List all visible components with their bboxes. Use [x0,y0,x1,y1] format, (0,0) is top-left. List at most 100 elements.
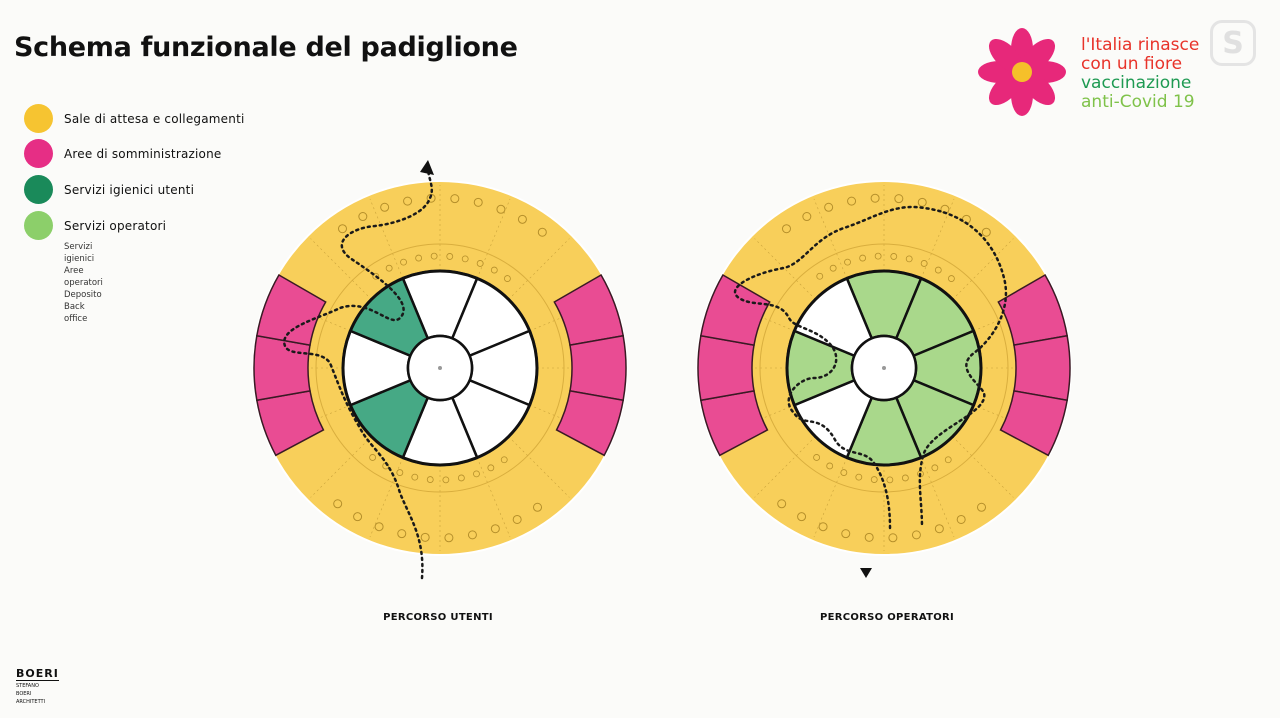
seat [517,214,527,224]
flower-logo-icon [978,28,1066,116]
seat [537,227,547,237]
studio-logo-sub: STEFANO [16,683,39,689]
grid-line [952,238,1014,300]
seat [917,197,927,207]
seat [380,202,390,212]
seat [461,255,469,263]
grid-line [952,436,1014,498]
seat [855,473,863,481]
seat [948,275,955,282]
seat [829,264,837,272]
flower-petal [988,38,1023,73]
flower-petal [1021,38,1056,73]
seat [818,522,828,532]
seat [905,255,913,263]
legend-swatch-dark-green [24,175,53,204]
channel-logo-glyph: S [1222,25,1244,61]
seat [911,530,921,540]
seat [864,532,874,542]
page-title: Schema funzionale del padiglione [14,32,518,63]
seat [420,532,430,542]
seat [411,473,419,481]
legend-item-operator-services: Servizi operatori [24,211,166,240]
seat [888,533,898,543]
grid-line [920,198,955,279]
seat [358,212,368,222]
seat [844,258,851,266]
administration-room [253,334,311,402]
seat [487,464,495,472]
logo-line: vaccinazione [1081,73,1192,93]
flower-petal [1021,71,1056,106]
channel-logo-icon: S [1210,20,1256,66]
seat [467,530,477,540]
seat [802,212,812,222]
seat [847,196,857,206]
legend-label: Aree di somministrazione [64,146,222,161]
seat [473,470,480,478]
seat [813,454,820,461]
seat [886,476,894,484]
seat [944,456,952,464]
studio-logo-mark: BOERI [16,667,59,681]
hub-center-mark [882,366,886,370]
grid-line [476,198,511,279]
legend-label: Sale di attesa e collegamenti [64,111,245,126]
administration-room [569,334,627,402]
campaign-logo-text: l'Italia rinasce con un fiore vaccinazio… [1081,36,1199,112]
legend-item-user-toilets: Servizi igienici utenti [24,175,194,204]
seat [476,260,484,267]
grid-line [476,457,511,538]
seat [870,193,880,203]
logo-line: con un fiore [1081,54,1183,74]
seat [397,529,407,539]
caption-users-path: PERCORSO UTENTI [383,612,493,623]
seat [816,272,824,280]
grid-line [920,457,955,538]
grid-line [369,457,404,538]
seat [920,260,928,267]
seat [781,224,791,234]
seat [890,253,898,260]
seat [874,252,882,260]
grid-line [310,238,372,300]
floor-plan-operators [696,180,1072,578]
seat [333,499,343,509]
seat [403,196,413,206]
path-arrow-icon [420,160,434,175]
seat [512,514,522,524]
seat [934,266,942,274]
seat [777,499,787,509]
grid-line [754,436,816,498]
seat [496,204,506,214]
legend-swatch-light-green [24,211,53,240]
seat [981,227,991,237]
administration-room [555,390,625,457]
seat [473,197,483,207]
studio-logo-sub: ARCHITETTI [16,699,46,705]
seat [442,476,450,484]
administration-room [1013,334,1071,402]
seat [372,272,380,280]
seat [415,254,423,262]
legend-label: Servizi igienici utenti [64,182,195,197]
seat [841,529,851,539]
logo-line: l'Italia rinasce [1081,35,1200,55]
legend-label: Servizi operatori [64,218,167,233]
seat [400,258,407,266]
grid-line [754,238,816,300]
grid-line [508,238,570,300]
service-ring-outline [341,269,539,467]
seat [870,476,878,483]
legend-subitem: Aree operatori [64,266,103,288]
studio-logo-sub: BOERI [16,691,32,697]
seat [457,474,465,482]
seat [385,264,393,272]
seat [931,464,939,472]
seat [840,469,848,476]
logo-line: anti-Covid 19 [1081,92,1195,112]
service-ring-outline [785,269,983,467]
circulation-path [283,166,434,580]
seat [369,454,376,461]
hub-center-mark [438,366,442,370]
